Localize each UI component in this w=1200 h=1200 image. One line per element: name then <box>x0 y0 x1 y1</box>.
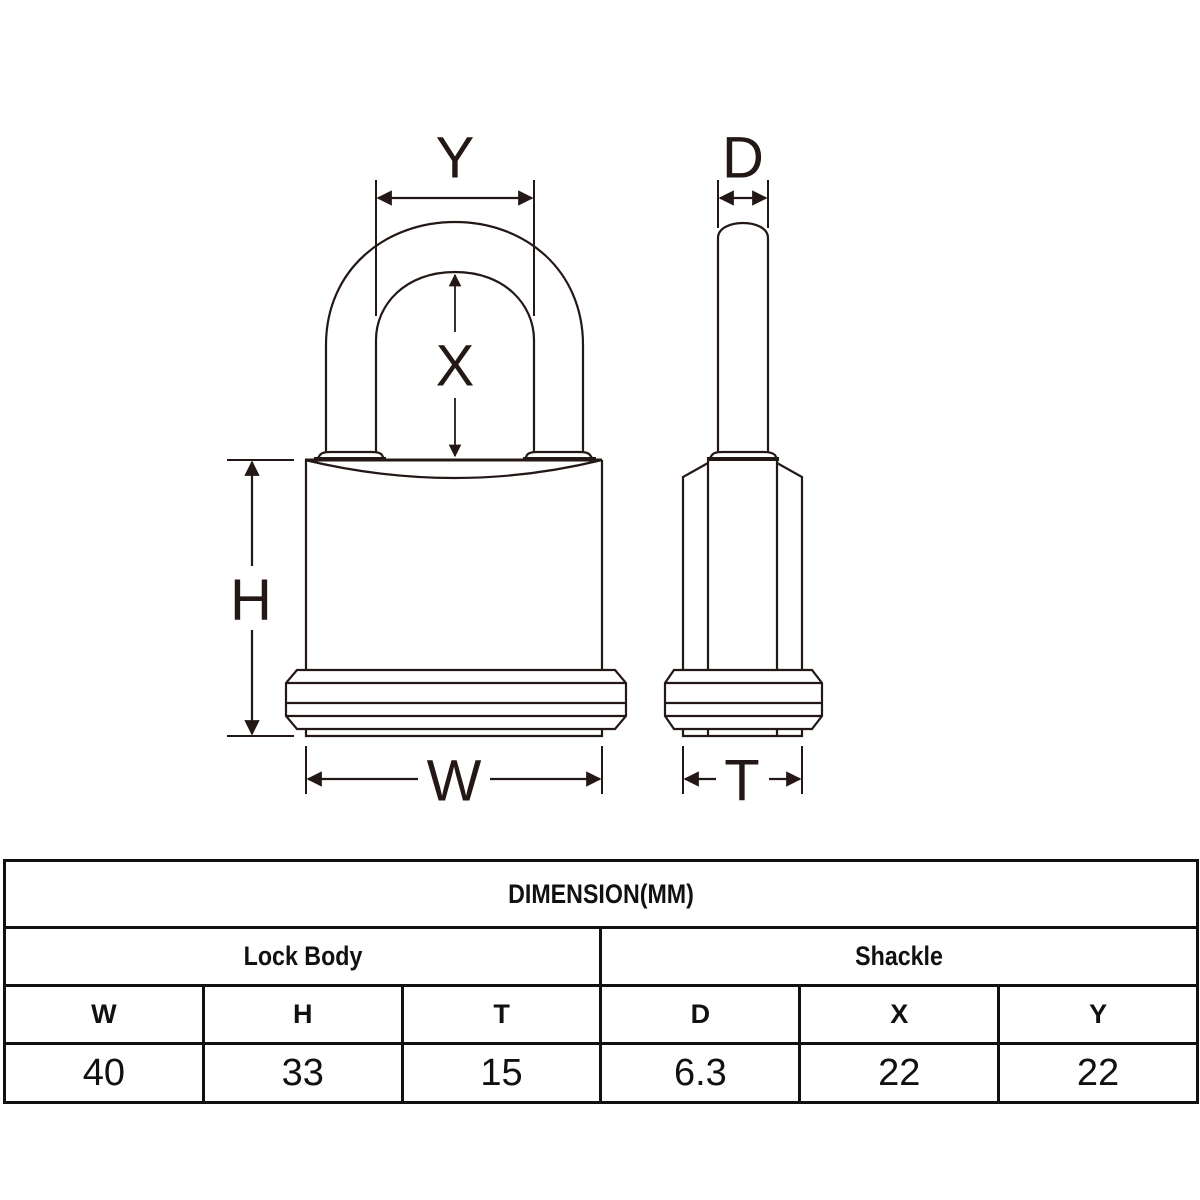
padlock-dimension-drawing: Y X H W D T <box>227 126 824 814</box>
shackle-outer <box>324 220 585 455</box>
value-x: 22 <box>798 1042 1001 1104</box>
group-lock-body-label: Lock Body <box>243 941 363 971</box>
dimension-label-t: T <box>724 749 759 814</box>
table-row: 40 33 15 6.3 22 22 <box>3 1042 1199 1104</box>
column-header-y: Y <box>997 984 1199 1045</box>
shackle-rod <box>716 221 770 455</box>
value-w: 40 <box>3 1042 205 1104</box>
dimension-table: DIMENSION(MM) Lock Body Shackle W H T D … <box>2 859 1199 1104</box>
group-shackle-label: Shackle <box>855 941 944 971</box>
dimension-label-h: H <box>230 568 272 633</box>
base-band <box>284 668 628 731</box>
value-y: 22 <box>997 1042 1199 1104</box>
value-h: 33 <box>201 1042 404 1104</box>
table-title-text: DIMENSION(MM) <box>508 878 694 909</box>
dimension-label-x: X <box>436 334 475 399</box>
table-title: DIMENSION(MM) <box>3 859 1199 929</box>
column-header-h: H <box>201 984 404 1045</box>
table-header-row: W H T D X Y <box>3 984 1199 1045</box>
column-header-w: W <box>3 984 205 1045</box>
front-view <box>227 180 628 794</box>
table-group-row: Lock Body Shackle <box>2 926 1199 987</box>
column-header-x: X <box>798 984 1001 1045</box>
column-header-t: T <box>400 984 603 1045</box>
group-shackle: Shackle <box>599 926 1199 987</box>
dimension-label-w: W <box>427 749 482 814</box>
group-lock-body: Lock Body <box>2 926 603 987</box>
value-t: 15 <box>400 1042 603 1104</box>
shackle-inner <box>374 270 536 455</box>
dimension-label-y: Y <box>436 126 475 191</box>
table-title-row: DIMENSION(MM) <box>3 859 1199 929</box>
body-top-curve <box>304 458 603 480</box>
value-d: 6.3 <box>599 1042 802 1104</box>
side-view <box>663 180 824 794</box>
column-header-d: D <box>599 984 802 1045</box>
dimension-label-d: D <box>722 126 764 191</box>
